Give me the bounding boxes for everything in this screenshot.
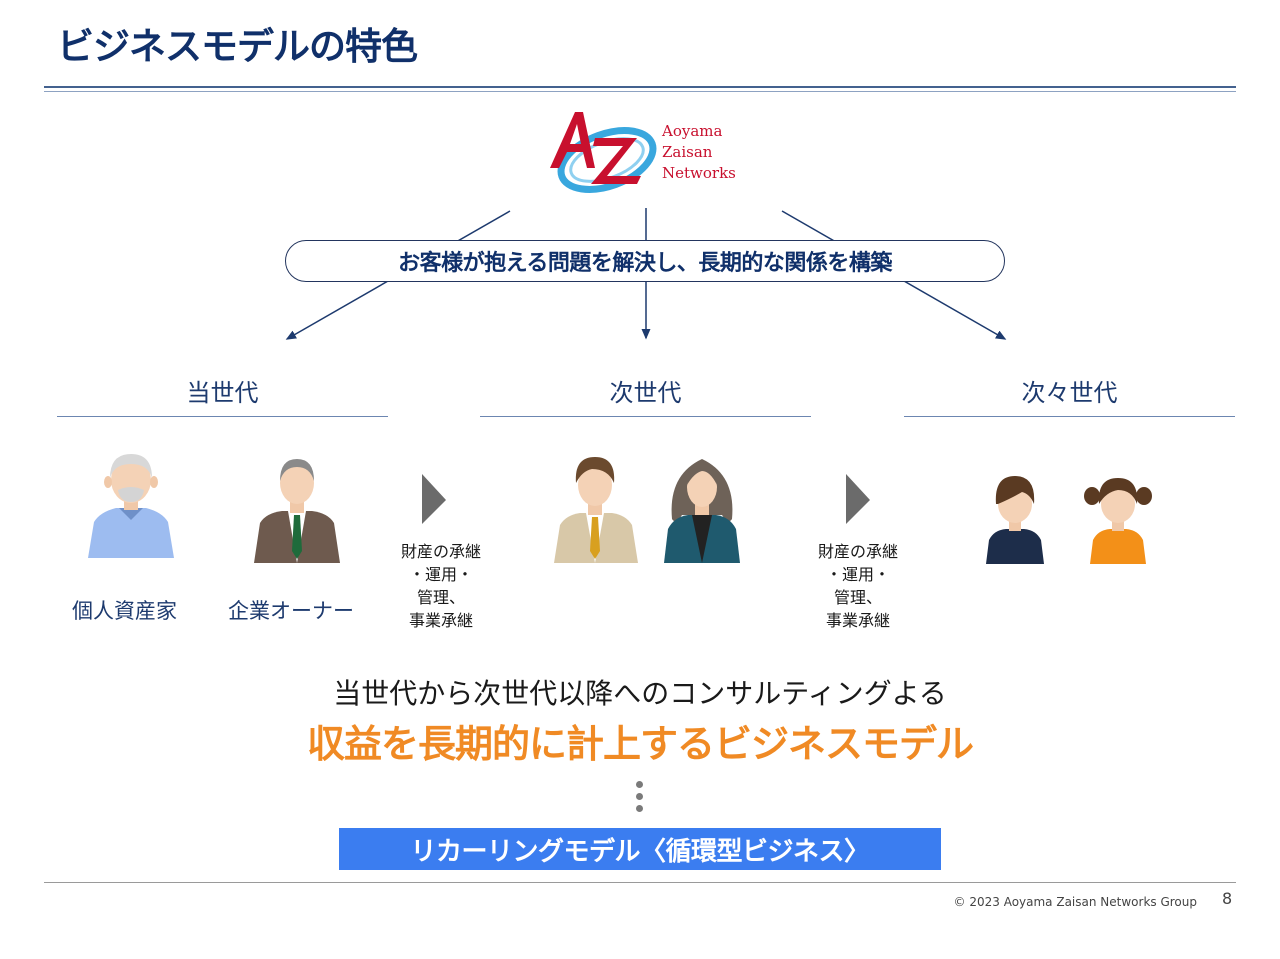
headline: 収益を長期的に計上するビジネスモデル <box>306 722 974 766</box>
flow-text-line: 財産の承継 <box>817 542 898 561</box>
young-woman-icon <box>664 459 740 563</box>
flow-text-line: 財産の承継 <box>400 542 481 561</box>
flow-text-1: 財産の承継 ・運用・ 管理、 事業承継 <box>386 540 496 632</box>
generation-rule <box>904 416 1235 417</box>
footer-rule <box>44 882 1236 883</box>
generation-rule <box>480 416 811 417</box>
logo-text: Aoyama Zaisan Networks <box>662 121 736 184</box>
chevron-right-icon <box>846 474 870 524</box>
individual-investor-label: 個人資産家 <box>72 599 177 623</box>
generation-current: 当世代 <box>186 379 259 407</box>
logo-line-2: Zaisan <box>662 143 713 161</box>
boy-icon <box>986 476 1044 564</box>
title-rule-thin <box>44 91 1236 92</box>
flow-text-line: 事業承継 <box>408 611 473 630</box>
flow-text-2: 財産の承継 ・運用・ 管理、 事業承継 <box>803 540 913 632</box>
page-title: ビジネスモデルの特色 <box>57 25 418 68</box>
generation-rule <box>57 416 388 417</box>
flow-text-line: ・運用・ <box>408 565 473 584</box>
flow-text-line: 管理、 <box>833 588 882 607</box>
vertical-ellipsis-icon <box>636 781 644 817</box>
flow-text-line: 事業承継 <box>825 611 890 630</box>
subheading: 当世代から次世代以降へのコンサルティングよる <box>333 677 947 710</box>
recurring-model-banner: リカーリングモデル〈循環型ビジネス〉 <box>339 828 941 870</box>
title-rule <box>44 86 1236 88</box>
business-owner-label: 企業オーナー <box>228 599 354 623</box>
girl-icon <box>1084 478 1152 564</box>
chevron-right-icon <box>422 474 446 524</box>
logo-line-1: Aoyama <box>662 122 723 140</box>
copyright: © 2023 Aoyama Zaisan Networks Group <box>953 895 1197 909</box>
mission-statement: お客様が抱える問題を解決し、長期的な関係を構築 <box>285 240 1005 282</box>
logo-line-3: Networks <box>662 164 736 182</box>
company-logo-mark <box>550 112 657 193</box>
young-man-icon <box>554 457 638 563</box>
generation-next: 次世代 <box>609 379 682 407</box>
generation-after-next: 次々世代 <box>1021 379 1118 407</box>
flow-arrows <box>285 208 1007 340</box>
business-owner-icon <box>254 459 340 563</box>
flow-text-line: 管理、 <box>416 588 465 607</box>
elderly-man-icon <box>88 454 174 558</box>
flow-text-line: ・運用・ <box>825 565 890 584</box>
page-number: 8 <box>1222 889 1233 908</box>
